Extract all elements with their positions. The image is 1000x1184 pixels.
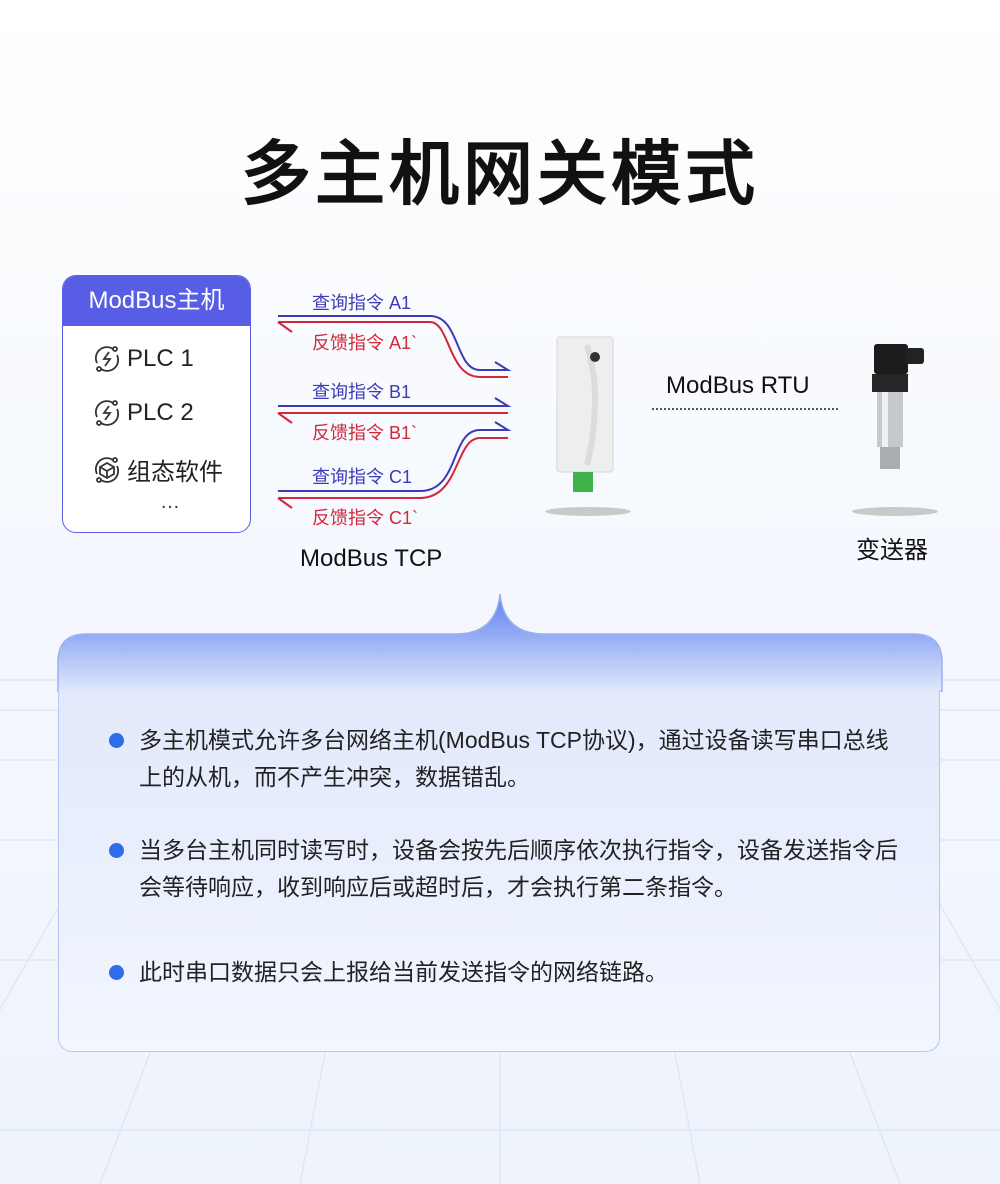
host-item-plc1: PLC 1: [91, 343, 194, 375]
bullet-item: 多主机模式允许多台网络主机(ModBus TCP协议)，通过设备读写串口总线上的…: [109, 722, 899, 796]
query-label-a1: 查询指令 A1: [312, 293, 412, 313]
modbus-rtu-label: ModBus RTU: [666, 372, 810, 399]
query-label-b1: 查询指令 B1: [312, 382, 412, 402]
bullet-item: 此时串口数据只会上报给当前发送指令的网络链路。: [109, 954, 899, 991]
panel-top-notch: [57, 593, 943, 692]
bullet-item: 当多台主机同时读写时，设备会按先后顺序依次执行指令，设备发送指令后会等待响应，收…: [109, 832, 899, 906]
transmitter-shadow: [852, 507, 938, 516]
rtu-dotted-line: [652, 408, 838, 410]
description-panel: 多主机模式允许多台网络主机(ModBus TCP协议)，通过设备读写串口总线上的…: [58, 690, 940, 1052]
reply-label-a1: 反馈指令 A1`: [312, 333, 418, 353]
software-cube-icon: [94, 456, 120, 483]
device-shadow: [545, 507, 631, 516]
host-header: ModBus主机: [63, 276, 250, 326]
modbus-tcp-label: ModBus TCP: [300, 545, 443, 572]
page-title: 多主机网关模式: [241, 135, 759, 213]
plc-icon: [94, 346, 120, 372]
gateway-device-image: [556, 336, 614, 492]
tcp-arrows: [277, 315, 512, 509]
reply-label-c1: 反馈指令 C1`: [312, 508, 419, 528]
host-item-label: PLC 2: [127, 399, 194, 426]
plc-icon: [94, 400, 120, 426]
host-item-plc2: PLC 2: [91, 397, 194, 429]
host-item-label: 组态软件: [127, 459, 223, 486]
bullet-text: 当多台主机同时读写时，设备会按先后顺序依次执行指令，设备发送指令后会等待响应，收…: [139, 837, 898, 900]
host-item-label: PLC 1: [127, 345, 194, 372]
bullet-dot: [109, 965, 124, 980]
modbus-host-box: ModBus主机 PLC 1 PLC 2 组态软件 …: [62, 275, 251, 533]
more-ellipsis: …: [160, 491, 180, 513]
transmitter-label: 变送器: [856, 537, 928, 564]
host-item-software: 组态软件: [91, 452, 223, 487]
transmitter-image: [872, 344, 924, 469]
bullet-dot: [109, 733, 124, 748]
bullet-dot: [109, 843, 124, 858]
bullet-text: 多主机模式允许多台网络主机(ModBus TCP协议)，通过设备读写串口总线上的…: [139, 727, 889, 790]
bullet-text: 此时串口数据只会上报给当前发送指令的网络链路。: [139, 959, 668, 985]
reply-label-b1: 反馈指令 B1`: [312, 423, 418, 443]
query-label-c1: 查询指令 C1: [312, 467, 413, 487]
